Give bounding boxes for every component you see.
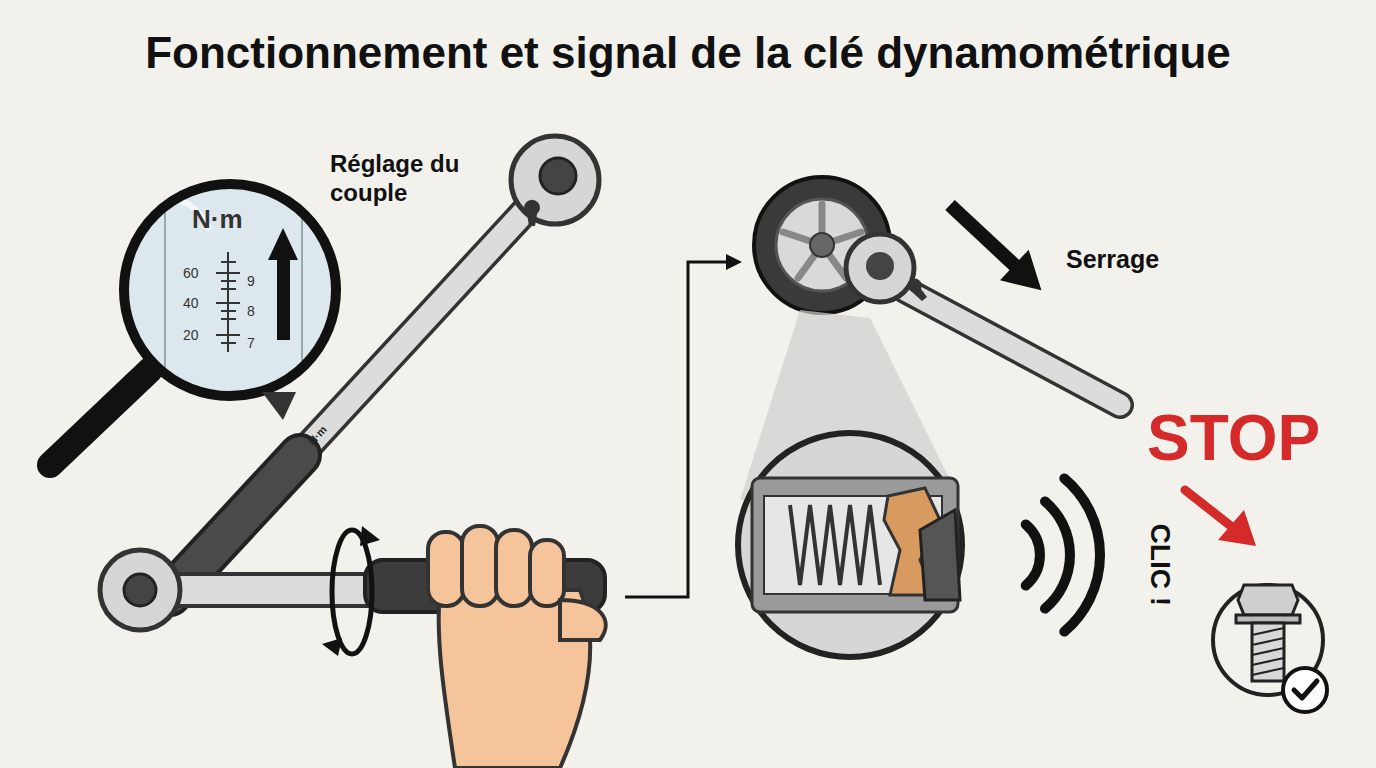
- hand: [428, 526, 606, 768]
- click-label: CLIC !: [1143, 524, 1177, 606]
- scale-number: 9: [247, 273, 255, 290]
- scale-number: 7: [247, 335, 255, 352]
- scale-number: 40: [183, 295, 199, 312]
- action-label: Serrage: [1066, 244, 1159, 274]
- scale-number: 20: [183, 327, 199, 344]
- bolt-icon: [1213, 585, 1327, 712]
- tighten-arrow: [936, 190, 1056, 306]
- click-waves: [1026, 478, 1100, 631]
- stop-arrow: [1185, 490, 1256, 546]
- scale-number: 8: [247, 303, 255, 320]
- flow-arrow: [625, 254, 742, 597]
- scale-number: 60: [183, 265, 199, 282]
- setting-label: Réglage du couple: [330, 150, 500, 208]
- unit-label: N·m: [192, 204, 243, 235]
- mechanism-zoom: [738, 310, 962, 657]
- diagram-title: Fonctionnement et signal de la clé dynam…: [0, 28, 1376, 78]
- magnifier: [50, 180, 336, 465]
- stop-label: STOP: [1147, 400, 1320, 477]
